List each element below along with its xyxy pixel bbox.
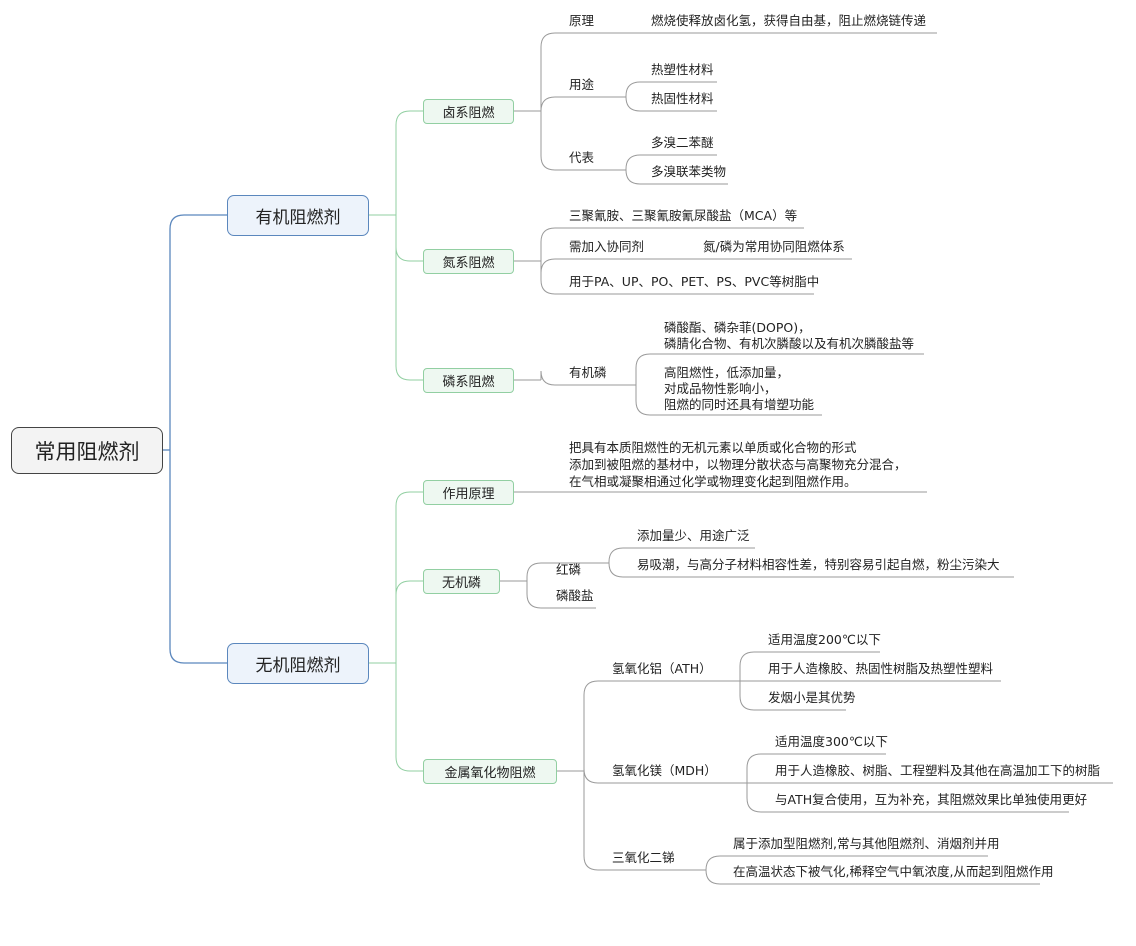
connector	[625, 154, 651, 170]
leaf-ath[interactable]: 氢氧化铝（ATH）	[612, 661, 712, 676]
connector	[395, 215, 423, 381]
leaf-examples[interactable]: 代表	[569, 150, 595, 165]
leaf-mdh-item[interactable]: 适用温度300℃以下	[775, 734, 888, 749]
root-node[interactable]: 常用阻燃剂	[11, 427, 163, 474]
connector	[625, 169, 651, 185]
leaf-antimony[interactable]: 三氧化二锑	[612, 850, 675, 865]
connector	[635, 353, 664, 385]
connector	[705, 869, 733, 885]
leaf-use-item[interactable]: 热固性材料	[651, 91, 714, 106]
node-inorganic-phosphorus[interactable]: 无机磷	[423, 569, 500, 594]
leaf-phosphate[interactable]: 磷酸盐	[556, 588, 594, 603]
connector	[395, 491, 423, 663]
connector	[395, 580, 423, 663]
connector	[540, 258, 569, 274]
connector	[583, 771, 612, 871]
connector	[395, 663, 423, 772]
leaf-mdh-item[interactable]: 与ATH复合使用，互为补充，其阻燃效果比单独使用更好	[775, 792, 1088, 807]
connector	[739, 651, 768, 681]
node-inorganic[interactable]: 无机阻燃剂	[227, 643, 369, 684]
connector	[625, 81, 651, 97]
leaf-ath-item[interactable]: 适用温度200℃以下	[768, 632, 881, 647]
leaf-mdh-item[interactable]: 用于人造橡胶、树脂、工程塑料及其他在高温加工下的树脂	[775, 763, 1101, 778]
node-mechanism[interactable]: 作用原理	[423, 480, 514, 505]
connector	[583, 680, 612, 771]
leaf-ath-item[interactable]: 发烟小是其优势	[768, 690, 856, 705]
leaf-sb-item[interactable]: 在高温状态下被气化,稀释空气中氧浓度,从而起到阻燃作用	[733, 864, 1054, 879]
connector	[583, 768, 612, 784]
connector	[540, 111, 569, 171]
node-phosphorus[interactable]: 磷系阻燃	[423, 368, 514, 393]
connector	[540, 370, 569, 386]
connector	[540, 32, 569, 111]
node-metal-oxide[interactable]: 金属氧化物阻燃	[423, 759, 557, 784]
connector	[540, 261, 569, 295]
leaf-synergist-text[interactable]: 氮/磷为常用协同阻燃体系	[703, 239, 845, 254]
connector	[395, 110, 423, 215]
leaf-organic-phosphorus[interactable]: 有机磷	[569, 365, 607, 380]
leaf-nitrogen-3[interactable]: 用于PA、UP、PO、PET、PS、PVC等树脂中	[569, 274, 820, 289]
leaf-mechanism-text[interactable]: 把具有本质阻燃性的无机元素以单质或化合物的形式 添加到被阻燃的基材中，以物理分散…	[569, 440, 907, 489]
connector	[169, 214, 227, 450]
leaf-example-item[interactable]: 多溴二苯醚	[651, 135, 714, 150]
connector	[608, 547, 637, 563]
connector	[746, 753, 775, 783]
connector	[526, 581, 556, 609]
leaf-organic-p-item[interactable]: 高阻燃性，低添加量， 对成品物性影响小， 阻燃的同时还具有增塑功能	[664, 365, 815, 412]
node-halogen[interactable]: 卤系阻燃	[423, 99, 514, 124]
leaf-synergist[interactable]: 需加入协同剂	[569, 239, 645, 254]
leaf-red-phosphorus[interactable]: 红磷	[556, 562, 582, 577]
connector	[169, 450, 227, 664]
node-organic[interactable]: 有机阻燃剂	[227, 195, 369, 236]
connector	[526, 562, 556, 581]
leaf-red-p-item[interactable]: 易吸潮，与高分子材料相容性差，特别容易引起自燃，粉尘污染大	[637, 557, 1000, 572]
node-nitrogen[interactable]: 氮系阻燃	[423, 249, 514, 274]
connector	[395, 215, 423, 262]
leaf-red-p-item[interactable]: 添加量少、用途广泛	[637, 528, 750, 543]
leaf-organic-p-item[interactable]: 磷酸酯、磷杂菲(DOPO)， 磷腈化合物、有机次膦酸以及有机次膦酸盐等	[664, 320, 915, 351]
connector	[635, 385, 664, 416]
connector	[746, 783, 775, 813]
leaf-use[interactable]: 用途	[569, 77, 595, 92]
connector	[608, 562, 637, 578]
leaf-nitrogen-1[interactable]: 三聚氰胺、三聚氰胺氰尿酸盐（MCA）等	[569, 208, 798, 223]
leaf-ath-item[interactable]: 用于人造橡胶、热固性树脂及热塑性塑料	[768, 661, 994, 676]
connector	[540, 227, 569, 261]
leaf-mdh[interactable]: 氢氧化镁（MDH）	[612, 763, 717, 778]
leaf-use-item[interactable]: 热塑性材料	[651, 62, 714, 77]
leaf-principle-text[interactable]: 燃烧使释放卤化氢，获得自由基，阻止燃烧链传递	[651, 13, 927, 28]
leaf-principle[interactable]: 原理	[569, 13, 595, 28]
connector	[540, 96, 569, 112]
connector	[705, 855, 733, 871]
connector	[625, 96, 651, 112]
leaf-example-item[interactable]: 多溴联苯类物	[651, 164, 727, 179]
connector	[739, 681, 768, 711]
leaf-sb-item[interactable]: 属于添加型阻燃剂,常与其他阻燃剂、消烟剂并用	[733, 836, 1000, 851]
